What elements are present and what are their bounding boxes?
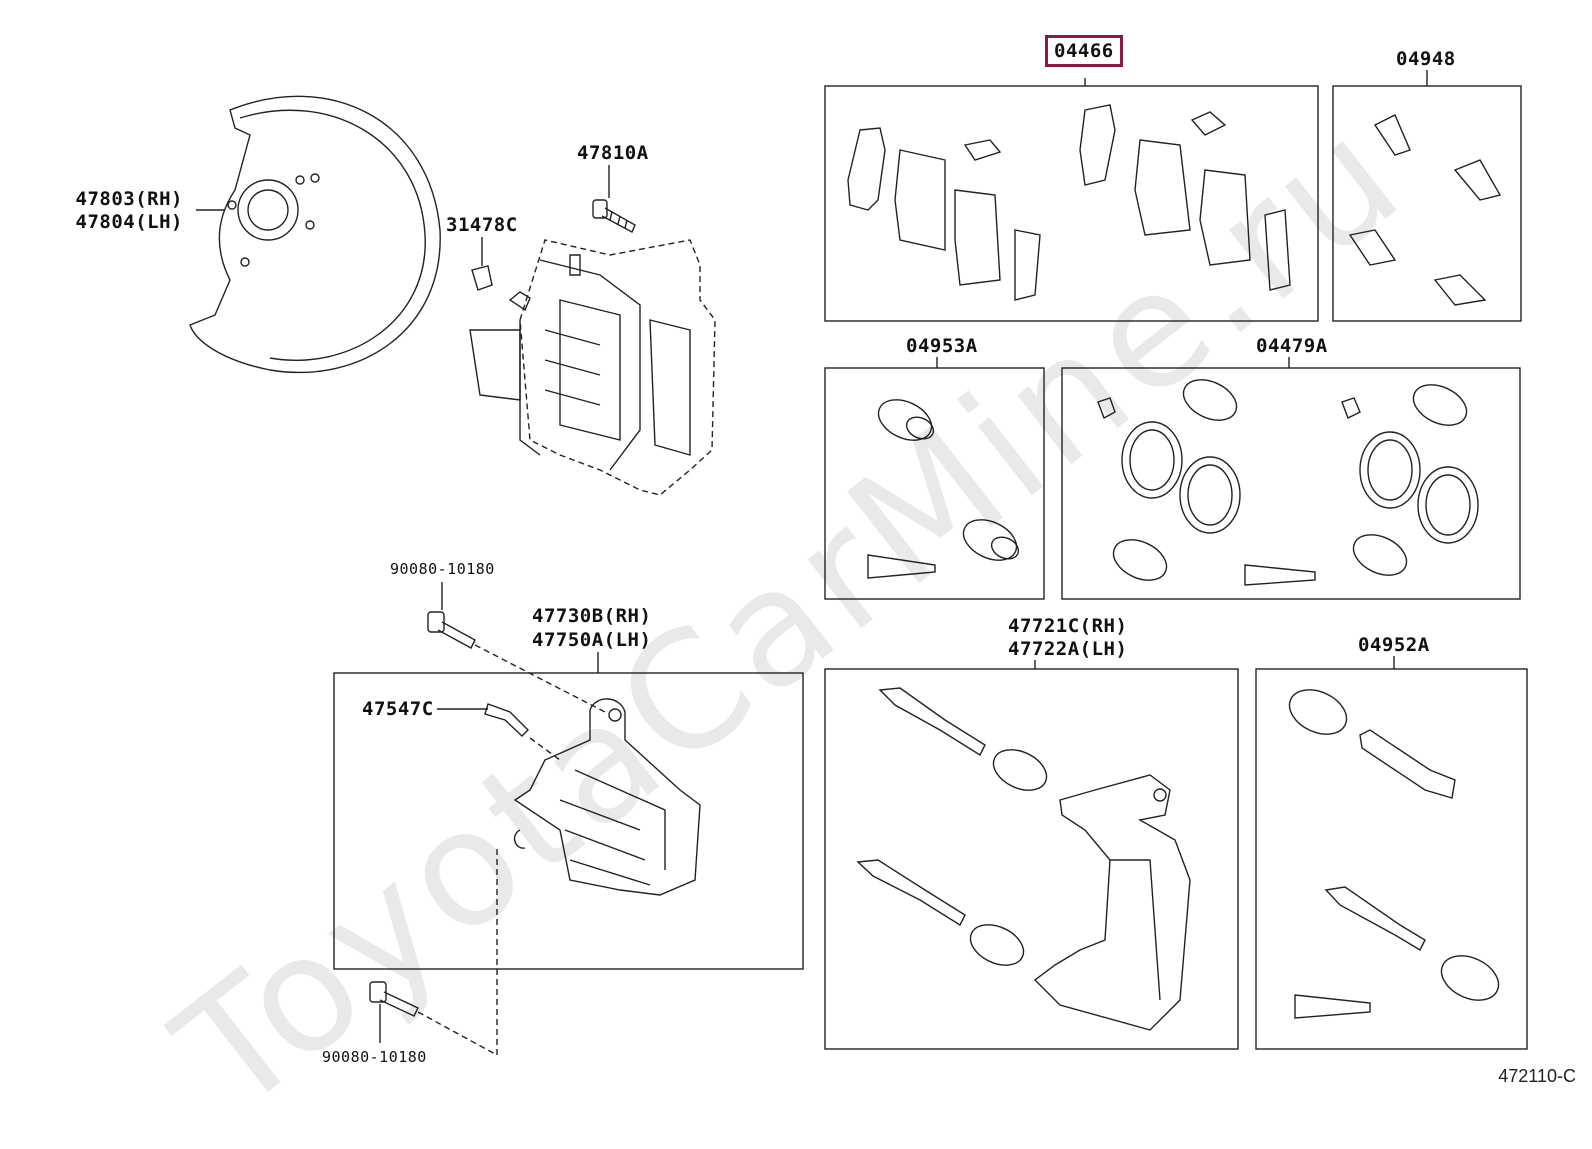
label-fitting-kit[interactable]: 04948 (1396, 48, 1456, 70)
boot-kit-a-box (824, 367, 1045, 600)
cylinder-drawing[interactable] (513, 698, 701, 896)
pad-kit-box (824, 85, 1319, 322)
boot-kit-b-box (1255, 668, 1528, 1050)
label-cylinder-rh[interactable]: 47730B(RH) (532, 605, 652, 627)
cylinder-kit-box (1061, 367, 1521, 600)
brake-parts-diagram (189, 70, 1528, 1057)
label-bleeder[interactable]: 47547C (362, 698, 434, 720)
label-boot-kit-a[interactable]: 04953A (906, 335, 978, 357)
mounting-drawing[interactable] (856, 687, 1191, 1031)
label-dust-cover-rh[interactable]: 47803(RH) (75, 188, 183, 210)
label-cylinder-kit[interactable]: 04479A (1256, 335, 1328, 357)
label-47810a[interactable]: 47810A (577, 142, 649, 164)
label-mounting-lh[interactable]: 47722A(LH) (1008, 638, 1128, 660)
fitting-kit-box (1332, 85, 1522, 322)
label-pad-kit[interactable]: 04466 (1045, 35, 1123, 67)
dash-bleeder (529, 737, 561, 761)
label-bolt-lower[interactable]: 90080-10180 (322, 1048, 427, 1066)
cylinder-kit-parts[interactable] (1097, 372, 1479, 588)
dust-cover-drawing[interactable] (189, 95, 441, 374)
figure-code: 472110-C (1498, 1066, 1576, 1086)
brake-pads-drawing[interactable] (847, 104, 1291, 301)
label-cylinder-lh[interactable]: 47750A(LH) (532, 629, 652, 651)
label-boot-kit-b[interactable]: 04952A (1358, 634, 1430, 656)
caliper-assembly-drawing[interactable] (469, 239, 716, 496)
bolt-47810a-drawing[interactable] (592, 199, 636, 233)
boot-kit-b-parts[interactable] (1282, 681, 1505, 1019)
label-dust-cover-lh[interactable]: 47804(LH) (75, 211, 183, 233)
bleeder-drawing[interactable] (484, 703, 529, 737)
dash-bolt-lower (417, 845, 498, 1057)
cylinder-box (333, 672, 804, 970)
plug-31478c-drawing[interactable] (471, 265, 493, 291)
mounting-box (824, 668, 1239, 1050)
label-mounting-rh[interactable]: 47721C(RH) (1008, 615, 1128, 637)
bolt-lower-drawing[interactable] (369, 981, 419, 1017)
boot-kit-a-parts[interactable] (867, 392, 1023, 579)
label-bolt-upper[interactable]: 90080-10180 (390, 560, 495, 578)
dash-bolt-upper (474, 644, 606, 713)
pad-kit-highlight: 04466 (1045, 35, 1123, 67)
label-31478c[interactable]: 31478C (446, 214, 518, 236)
pad-clips-drawing[interactable] (1348, 114, 1502, 306)
bolt-upper-drawing[interactable] (427, 611, 476, 649)
